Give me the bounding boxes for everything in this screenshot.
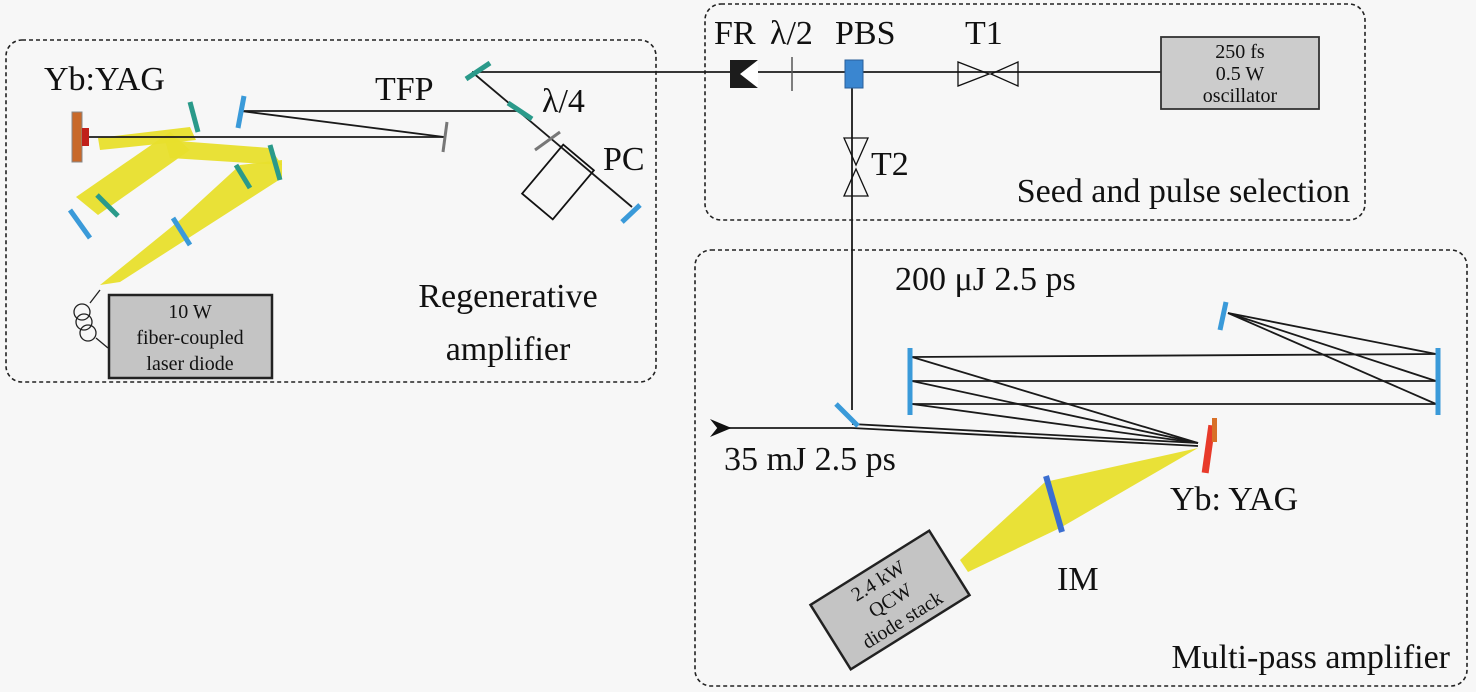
pockels-cell-icon (520, 143, 596, 221)
regen-label-line2: amplifier (446, 331, 571, 368)
fiber-coil-icon (79, 324, 97, 342)
output-pulse-label: 35 mJ 2.5 ps (724, 441, 896, 478)
oscillator-line3: oscillator (1203, 85, 1278, 107)
pump-beam-segment (1045, 448, 1198, 528)
pickoff-mirror-icon (834, 402, 860, 428)
faraday-rotator-icon (730, 60, 758, 88)
telescope-t1-icon (957, 61, 991, 87)
quarter-wave-label: λ/4 (542, 83, 585, 120)
yb-yag-multipass-label: Yb: YAG (1170, 481, 1298, 518)
im-label: IM (1057, 561, 1099, 598)
pbs-cube-icon (844, 59, 864, 89)
oscillator-box (1160, 36, 1320, 110)
input-pulse-label: 200 μJ 2.5 ps (895, 261, 1076, 298)
mirror-icon (235, 95, 247, 129)
oscillator-line1: 250 fs (1215, 41, 1265, 63)
lens-icon (233, 163, 253, 190)
pump-beam-segment (98, 127, 196, 150)
yb-yag-crystal-face (82, 128, 89, 146)
half-wave-label: λ/2 (770, 15, 813, 52)
tfp-polarizer-icon (506, 100, 534, 122)
multipass-section-label: Multi-pass amplifier (1171, 639, 1450, 676)
fiber-coil-icon (75, 313, 93, 331)
quarter-wave-plate-icon (534, 130, 561, 152)
imaging-mirror-icon (1043, 475, 1065, 533)
lens-icon (95, 193, 120, 218)
oscillator-line2: 0.5 W (1216, 63, 1265, 85)
regen-amplifier-frame (5, 39, 657, 383)
multipass-amplifier-frame (694, 249, 1468, 687)
seed-section-label: Seed and pulse selection (1017, 173, 1350, 210)
telescope-t1-icon (989, 60, 1019, 88)
mirror-icon (187, 101, 201, 133)
beam-path (240, 110, 445, 138)
pbs-label: PBS (835, 15, 896, 52)
yb-yag-crystal-edge (1212, 418, 1217, 442)
fiber-lead (89, 289, 109, 349)
fiber-diode-line3: laser diode (146, 353, 233, 375)
yb-yag-regen-label: Yb:YAG (44, 61, 165, 98)
multipass-mirror-top-icon (1217, 301, 1229, 331)
telescope-t2-icon (842, 137, 870, 167)
t2-label: T2 (871, 146, 909, 183)
multipass-beams (851, 312, 1437, 447)
t1-label: T1 (965, 15, 1003, 52)
fiber-coil-icon (73, 303, 91, 321)
lens-icon (170, 216, 193, 247)
fiber-diode-line2: fiber-coupled (136, 327, 243, 349)
regen-label-line1: Regenerative (418, 278, 597, 315)
pump-beam-segment (960, 482, 1060, 572)
mirror-icon (67, 208, 93, 240)
mirror-icon (267, 144, 283, 181)
pump-beam-segment (76, 132, 190, 215)
yb-yag-crystal-multipass (1201, 424, 1216, 474)
seed-selection-frame (704, 3, 1366, 221)
pump-beam-segment (100, 160, 282, 285)
tfp-label: TFP (375, 71, 434, 108)
diode-stack-box: 2.4 kW QCW diode stack (808, 528, 972, 672)
fiber-diode-line1: 10 W (168, 301, 212, 323)
yb-yag-crystal-regen (71, 111, 83, 163)
telescope-t2-icon (842, 167, 870, 197)
mirror-icon (464, 60, 492, 82)
fiber-diode-box (107, 293, 274, 380)
end-mirror-icon (441, 121, 449, 153)
fr-label: FR (714, 15, 756, 52)
mirror-icon (620, 203, 642, 224)
pump-beam-segment (165, 140, 282, 165)
pc-label: PC (603, 141, 645, 178)
